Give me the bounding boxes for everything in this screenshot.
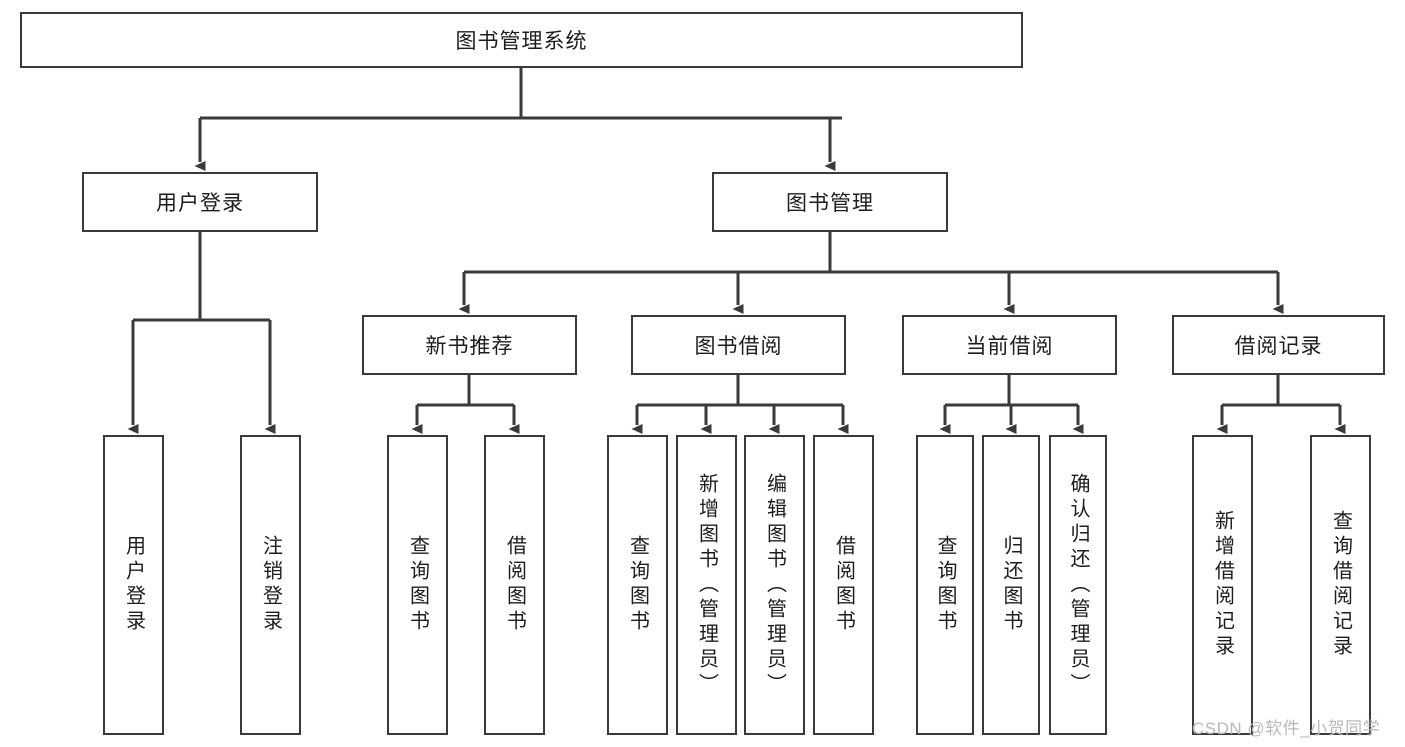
leaf-leaf-logout-login[interactable]: 注销登录 [240, 435, 301, 735]
leaf-leaf-add-book-admin[interactable]: 新增图书（管理员） [676, 435, 737, 735]
leaf-leaf-borrow-book[interactable]: 借阅图书 [813, 435, 874, 735]
leaf-label: 查询图书 [406, 535, 429, 635]
leaf-label: 编辑图书（管理员） [763, 472, 786, 698]
node-label: 当前借阅 [965, 335, 1054, 358]
leaf-label: 新增图书（管理员） [695, 472, 718, 698]
leaf-label: 注销登录 [259, 535, 282, 635]
leaf-label: 用户登录 [122, 535, 145, 635]
node-label: 图书借阅 [694, 335, 783, 358]
leaf-label: 查询图书 [934, 535, 956, 635]
leaf-leaf-edit-book-admin[interactable]: 编辑图书（管理员） [744, 435, 805, 735]
node-new-book-recommend[interactable]: 新书推荐 [362, 315, 577, 375]
watermark-label: CSDN @软件_小贺同学 [1192, 719, 1381, 738]
node-label: 新书推荐 [425, 335, 514, 358]
leaf-label: 借阅图书 [832, 535, 855, 635]
leaf-leaf-add-borrow-record[interactable]: 新增借阅记录 [1192, 435, 1253, 735]
leaf-leaf-return-book[interactable]: 归还图书 [982, 435, 1040, 735]
leaf-label: 归还图书 [1000, 535, 1022, 635]
leaf-leaf-query-book-recommend[interactable]: 查询图书 [387, 435, 448, 735]
leaf-leaf-query-borrow-record[interactable]: 查询借阅记录 [1310, 435, 1371, 735]
node-borrow-records[interactable]: 借阅记录 [1172, 315, 1385, 375]
leaf-leaf-user-login[interactable]: 用户登录 [103, 435, 164, 735]
node-user-login[interactable]: 用户登录 [82, 172, 318, 232]
leaf-leaf-borrow-book-recommend[interactable]: 借阅图书 [484, 435, 545, 735]
leaf-label: 新增借阅记录 [1211, 510, 1234, 660]
node-current-borrow[interactable]: 当前借阅 [902, 315, 1117, 375]
leaf-label: 确认归还（管理员） [1067, 472, 1089, 698]
node-label: 借阅记录 [1234, 335, 1323, 358]
node-label: 图书管理系统 [455, 30, 588, 53]
leaf-label: 借阅图书 [503, 535, 526, 635]
leaf-label: 查询借阅记录 [1329, 510, 1352, 660]
node-book-borrow[interactable]: 图书借阅 [631, 315, 846, 375]
leaf-leaf-query-book-borrow[interactable]: 查询图书 [607, 435, 668, 735]
leaf-leaf-query-book-current[interactable]: 查询图书 [916, 435, 974, 735]
node-label: 图书管理 [786, 192, 874, 215]
leaf-label: 查询图书 [626, 535, 649, 635]
node-root[interactable]: 图书管理系统 [20, 12, 1023, 68]
node-book-management[interactable]: 图书管理 [712, 172, 948, 232]
leaf-leaf-confirm-return-admin[interactable]: 确认归还（管理员） [1049, 435, 1107, 735]
node-label: 用户登录 [156, 192, 244, 215]
